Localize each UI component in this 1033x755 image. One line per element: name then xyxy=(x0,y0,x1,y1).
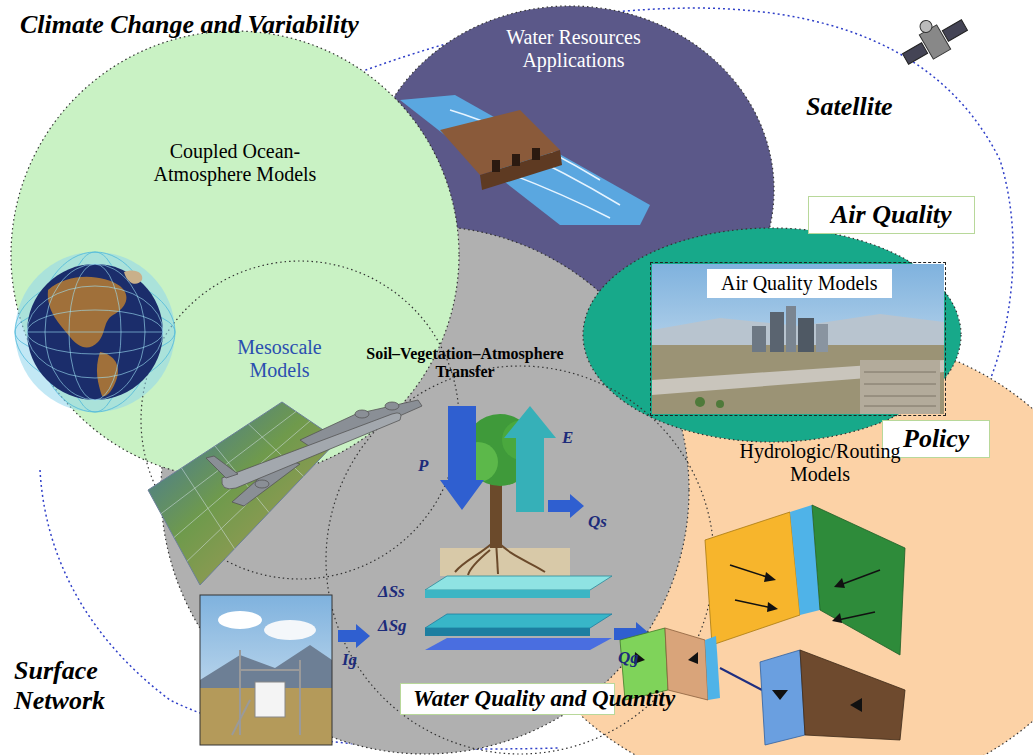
node-label: Soil–Vegetation–Atmosphere Transfer xyxy=(350,345,580,382)
station-photo xyxy=(200,595,332,745)
satellite-icon xyxy=(894,4,972,71)
model-box: Air Quality Models xyxy=(650,262,946,416)
region-outline xyxy=(582,227,962,443)
text-slot: Soil–Vegetation–Atmosphere Transfer xyxy=(350,345,580,382)
storage-symbol: ΔSs xyxy=(378,582,405,602)
text-slot: Qg xyxy=(618,648,639,668)
text-slot: E xyxy=(562,428,573,448)
storage-symbol: ΔSg xyxy=(378,616,407,636)
node-label: Policy xyxy=(903,424,969,454)
text-slot: Hydrologic/Routing Models xyxy=(720,440,920,486)
region-outline xyxy=(160,225,690,755)
region-label: Satellite xyxy=(806,92,893,122)
flux-symbol: Qg xyxy=(618,648,639,668)
text-slot: Ig xyxy=(342,650,357,670)
region-label: Surface Network xyxy=(14,656,139,716)
text-slot: Coupled Ocean-Atmosphere Models xyxy=(145,140,325,186)
text-slot: Air Quality Models xyxy=(707,269,892,298)
node-label: Water Quality and Quantity xyxy=(400,683,615,715)
node-label: Air Quality xyxy=(808,196,975,234)
model-circle: Coupled Ocean-Atmosphere Models xyxy=(10,30,460,480)
application-ellipse: Water Resources Applications xyxy=(365,5,775,375)
flux-symbol: P xyxy=(418,456,428,476)
region-outline xyxy=(140,260,460,580)
node-label: Hydrologic/Routing Models xyxy=(720,440,920,486)
text-slot: Water Resources Applications xyxy=(476,26,671,72)
flux-symbol: Qs xyxy=(588,512,607,532)
region-label: Climate Change and Variability xyxy=(20,10,359,40)
text-slot: Policy xyxy=(903,424,969,454)
text-slot: Qs xyxy=(588,512,607,532)
flux-symbol: Ig xyxy=(342,650,357,670)
city-photo xyxy=(652,264,944,414)
node-label: Coupled Ocean-Atmosphere Models xyxy=(145,140,325,186)
region-outline xyxy=(10,30,460,480)
domain-circle: Water Quality and Quantity xyxy=(160,225,690,755)
text-slot: Surface Network xyxy=(14,656,139,716)
text-slot: P xyxy=(418,456,428,476)
text-slot: Air Quality xyxy=(808,196,975,234)
node-label: Mesoscale Models xyxy=(222,336,337,382)
node-label: Water Resources Applications xyxy=(476,26,671,72)
node-label: Air Quality Models xyxy=(707,269,892,298)
text-slot: Satellite xyxy=(806,92,893,122)
flux-symbol: E xyxy=(562,428,573,448)
text-slot: ΔSg xyxy=(378,616,407,636)
text-slot: Mesoscale Models xyxy=(222,336,337,382)
text-slot: Water Quality and Quantity xyxy=(400,683,615,715)
air-quality-ellipse: Air QualityAir Quality Models xyxy=(582,227,962,443)
text-slot: ΔSs xyxy=(378,582,405,602)
text-slot: Climate Change and Variability xyxy=(20,10,359,40)
model-circle: Mesoscale Models xyxy=(140,260,460,580)
globe-illustration xyxy=(15,252,175,412)
